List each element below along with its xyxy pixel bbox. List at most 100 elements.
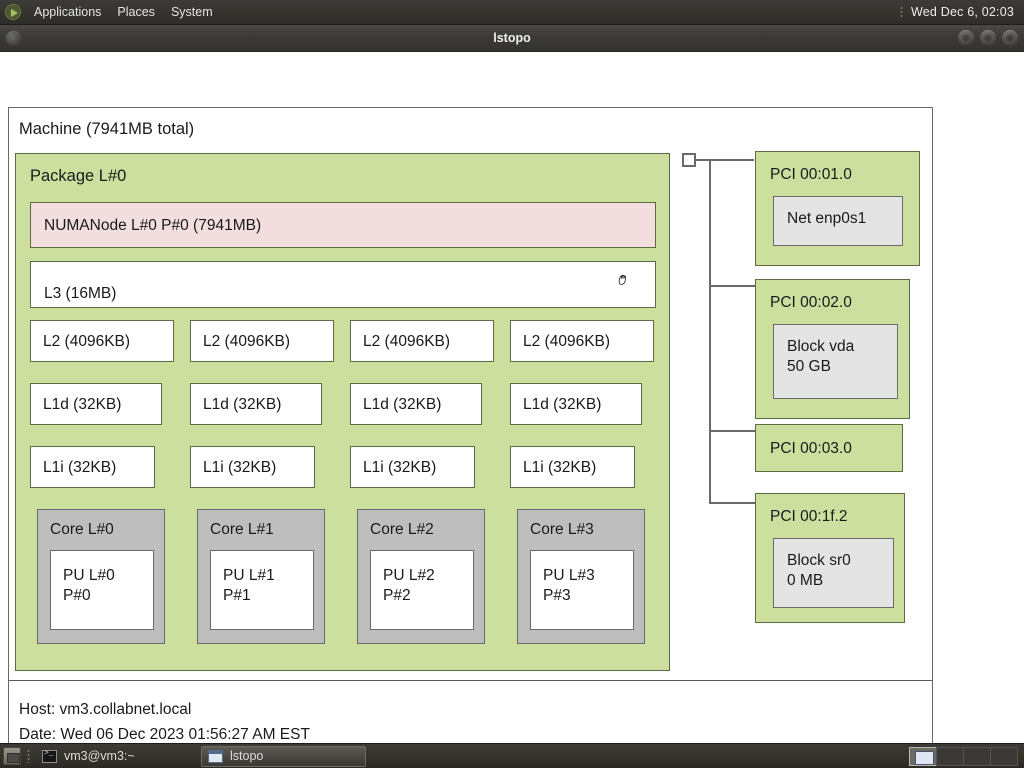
close-button[interactable] xyxy=(1002,30,1018,46)
pci-child-label: Net enp0s1 xyxy=(787,210,867,227)
pci-box[interactable]: PCI 00:01.0 Net enp0s1 xyxy=(755,151,920,266)
footer-divider xyxy=(9,680,932,681)
workspace-1[interactable] xyxy=(909,746,937,766)
bridge-link xyxy=(696,159,754,161)
bus-branch-line xyxy=(709,285,755,287)
l1i-cache-label: L1i (32KB) xyxy=(523,459,597,476)
pci-child-box[interactable]: Block vda 50 GB xyxy=(773,324,898,399)
pu-box[interactable]: PU L#3 P#3 xyxy=(530,550,634,630)
grab-hand-cursor-icon xyxy=(618,274,626,285)
l1d-cache-box[interactable]: L1d (32KB) xyxy=(30,383,162,425)
workspace-switcher[interactable] xyxy=(909,746,1018,766)
task-label: vm3@vm3:~ xyxy=(64,749,135,763)
panel-clock[interactable]: Wed Dec 6, 02:03 xyxy=(910,5,1014,19)
menu-applications[interactable]: Applications xyxy=(34,5,102,19)
host-bridge-node[interactable] xyxy=(682,153,696,167)
pu-label: PU L#3 P#3 xyxy=(543,567,595,604)
machine-label: Machine (7941MB total) xyxy=(19,120,195,138)
gnome-top-panel: Applications Places System Wed Dec 6, 02… xyxy=(0,0,1024,25)
pci-child-label: Block sr0 0 MB xyxy=(787,552,851,589)
l1i-cache-box[interactable]: L1i (32KB) xyxy=(350,446,475,488)
show-desktop-icon[interactable] xyxy=(3,747,21,765)
pu-box[interactable]: PU L#0 P#0 xyxy=(50,550,154,630)
workspace-4[interactable] xyxy=(990,746,1018,766)
l3-cache-label: L3 (16MB) xyxy=(44,285,117,302)
l1d-cache-box[interactable]: L1d (32KB) xyxy=(350,383,482,425)
bus-branch-line xyxy=(709,502,755,504)
pu-box[interactable]: PU L#2 P#2 xyxy=(370,550,474,630)
lstopo-canvas[interactable]: Machine (7941MB total) Package L#0 NUMAN… xyxy=(0,52,1024,743)
workspace-3[interactable] xyxy=(963,746,991,766)
window-titlebar[interactable]: lstopo xyxy=(0,25,1024,52)
core-box[interactable]: Core L#0 PU L#0 P#0 xyxy=(37,509,165,644)
core-box[interactable]: Core L#3 PU L#3 P#3 xyxy=(517,509,645,644)
pci-box[interactable]: PCI 00:1f.2 Block sr0 0 MB xyxy=(755,493,905,623)
maximize-button[interactable] xyxy=(980,30,996,46)
core-box[interactable]: Core L#2 PU L#2 P#2 xyxy=(357,509,485,644)
l1i-cache-box[interactable]: L1i (32KB) xyxy=(30,446,155,488)
panel-grip-icon xyxy=(899,6,903,18)
pci-child-box[interactable]: Net enp0s1 xyxy=(773,196,903,246)
l2-cache-box[interactable]: L2 (4096KB) xyxy=(510,320,654,362)
l1i-cache-label: L1i (32KB) xyxy=(363,459,437,476)
window-menu-icon[interactable] xyxy=(6,30,21,46)
l2-cache-label: L2 (4096KB) xyxy=(203,333,291,350)
pci-label: PCI 00:03.0 xyxy=(770,440,852,457)
menu-places[interactable]: Places xyxy=(117,5,155,19)
l2-cache-label: L2 (4096KB) xyxy=(43,333,131,350)
core-label: Core L#2 xyxy=(370,521,434,538)
window-icon xyxy=(208,749,223,763)
pu-box[interactable]: PU L#1 P#1 xyxy=(210,550,314,630)
taskbar-separator xyxy=(27,749,30,763)
pu-label: PU L#1 P#1 xyxy=(223,567,275,604)
l1d-cache-label: L1d (32KB) xyxy=(363,396,442,413)
lstopo-window: lstopo Machine (7941MB total) Package L#… xyxy=(0,25,1024,743)
minimize-button[interactable] xyxy=(958,30,974,46)
package-box[interactable]: Package L#0 NUMANode L#0 P#0 (7941MB) L3… xyxy=(15,153,670,671)
numanode-box[interactable]: NUMANode L#0 P#0 (7941MB) xyxy=(30,202,656,248)
l2-cache-box[interactable]: L2 (4096KB) xyxy=(350,320,494,362)
workspace-2[interactable] xyxy=(936,746,964,766)
l2-cache-label: L2 (4096KB) xyxy=(363,333,451,350)
l3-cache-box[interactable]: L3 (16MB) xyxy=(30,261,656,308)
pci-child-box[interactable]: Block sr0 0 MB xyxy=(773,538,894,608)
package-label: Package L#0 xyxy=(30,167,127,185)
l2-cache-label: L2 (4096KB) xyxy=(523,333,611,350)
l1i-cache-box[interactable]: L1i (32KB) xyxy=(190,446,315,488)
core-label: Core L#0 xyxy=(50,521,114,538)
pci-child-label: Block vda 50 GB xyxy=(787,338,855,375)
l1i-cache-label: L1i (32KB) xyxy=(203,459,277,476)
core-label: Core L#1 xyxy=(210,521,274,538)
pci-label: PCI 00:02.0 xyxy=(770,294,852,311)
window-title: lstopo xyxy=(493,31,531,45)
bus-branch-line xyxy=(709,430,755,432)
gnome-foot-icon[interactable] xyxy=(5,4,21,20)
date-label: Date: Wed 06 Dec 2023 01:56:27 AM EST xyxy=(19,726,310,743)
l2-cache-box[interactable]: L2 (4096KB) xyxy=(30,320,174,362)
l1d-cache-box[interactable]: L1d (32KB) xyxy=(190,383,322,425)
core-label: Core L#3 xyxy=(530,521,594,538)
l1d-cache-label: L1d (32KB) xyxy=(43,396,122,413)
task-button-terminal[interactable]: vm3@vm3:~ xyxy=(36,746,201,767)
core-box[interactable]: Core L#1 PU L#1 P#1 xyxy=(197,509,325,644)
l2-cache-box[interactable]: L2 (4096KB) xyxy=(190,320,334,362)
pci-label: PCI 00:1f.2 xyxy=(770,508,848,525)
pci-label: PCI 00:01.0 xyxy=(770,166,852,183)
l1i-cache-label: L1i (32KB) xyxy=(43,459,117,476)
pci-box[interactable]: PCI 00:02.0 Block vda 50 GB xyxy=(755,279,910,419)
window-buttons xyxy=(958,30,1018,46)
bus-trunk-line xyxy=(709,159,711,504)
numanode-label: NUMANode L#0 P#0 (7941MB) xyxy=(44,217,262,234)
terminal-icon xyxy=(42,749,57,763)
l1d-cache-label: L1d (32KB) xyxy=(523,396,602,413)
l1d-cache-label: L1d (32KB) xyxy=(203,396,282,413)
task-button-lstopo[interactable]: lstopo xyxy=(201,745,366,767)
l1i-cache-box[interactable]: L1i (32KB) xyxy=(510,446,635,488)
menu-system[interactable]: System xyxy=(170,5,213,19)
l1d-cache-box[interactable]: L1d (32KB) xyxy=(510,383,642,425)
pci-box[interactable]: PCI 00:03.0 xyxy=(755,424,903,472)
task-label: lstopo xyxy=(230,749,264,763)
gnome-taskbar: vm3@vm3:~ lstopo xyxy=(0,743,1024,768)
pu-label: PU L#0 P#0 xyxy=(63,567,115,604)
pu-label: PU L#2 P#2 xyxy=(383,567,435,604)
